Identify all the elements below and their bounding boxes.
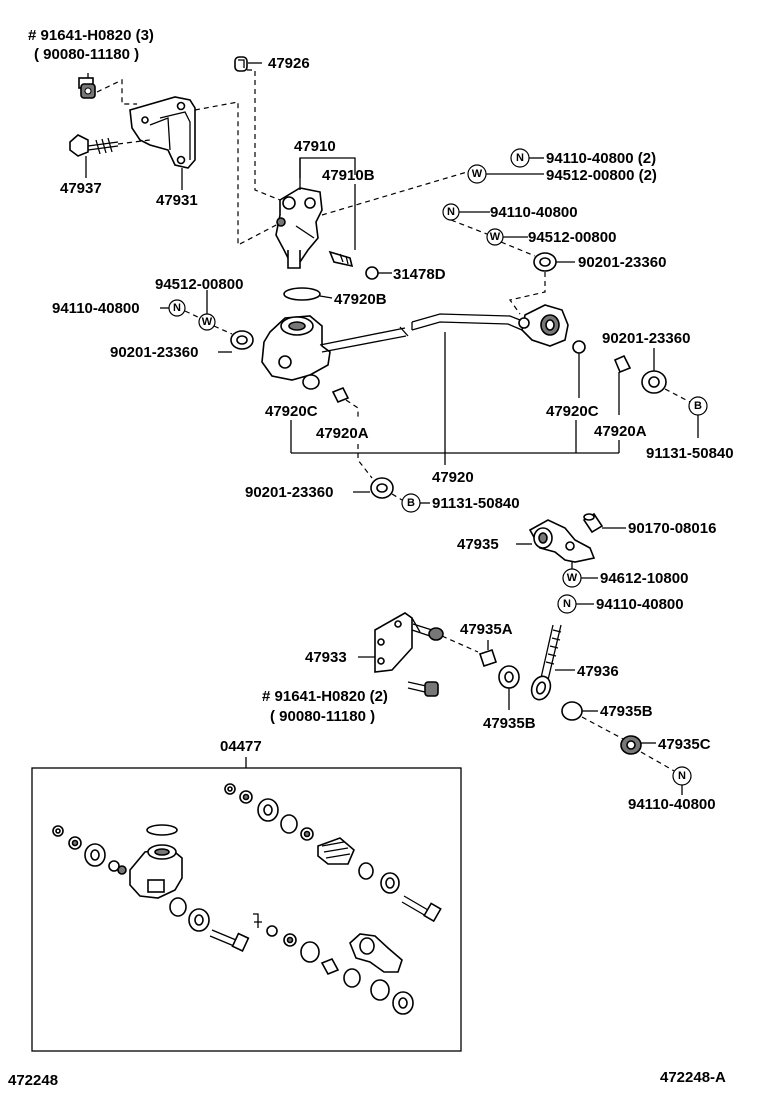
lever-47935-icon (528, 519, 596, 563)
nut-symbol-top-icon: N (510, 148, 530, 168)
pipe-47920-icon (261, 304, 569, 381)
svg-text:W: W (472, 168, 483, 180)
washer-ring-d-icon (370, 477, 394, 499)
washer-47935c-icon (620, 735, 642, 755)
svg-text:N: N (447, 206, 455, 218)
label-94110-40800-2: 94110-40800 (2) (546, 150, 656, 167)
label-94110-40800-d: 94110-40800 (628, 796, 716, 813)
washer-symbol-top-icon: W (467, 164, 487, 184)
label-90201-23360-a: 90201-23360 (578, 254, 666, 271)
label-47910b: 47910B (322, 167, 375, 184)
plug-47910b-icon (328, 250, 354, 268)
label-47935c: 47935C (658, 736, 711, 753)
label-94612-10800: 94612-10800 (600, 570, 688, 587)
sleeve-47935a-icon (478, 648, 498, 668)
svg-text:B: B (407, 497, 415, 509)
label-94110-40800-c: 94110-40800 (596, 596, 684, 613)
label-04477: 04477 (220, 738, 262, 755)
label-47931: 47931 (156, 192, 198, 209)
washer-symbol-c-icon: W (562, 568, 582, 588)
nut-symbol-c-icon: N (557, 594, 577, 614)
bracket-47931-icon (129, 96, 196, 169)
bolt-symbol-right-icon: B (688, 396, 708, 416)
clip-47926-icon (234, 56, 248, 72)
svg-text:N: N (678, 770, 686, 782)
bracket-47933-icon (374, 612, 421, 673)
label-47920b: 47920B (334, 291, 387, 308)
label-91131-50840-d: 91131-50840 (432, 495, 520, 512)
label-90080-top: ( 90080-11180 ) (34, 46, 139, 63)
label-47935a: 47935A (460, 621, 513, 638)
label-47935b-right: 47935B (600, 703, 653, 720)
washer-ring-b-icon (230, 330, 254, 350)
svg-text:N: N (563, 598, 571, 610)
washer-ring-a-icon (533, 252, 557, 272)
label-47933: 47933 (305, 649, 347, 666)
svg-text:B: B (694, 400, 702, 412)
bolt-47933-icon (411, 623, 444, 641)
washer-symbol-b-icon: W (198, 313, 216, 331)
footer-right-code: 472248-A (660, 1069, 726, 1086)
svg-text:N: N (173, 302, 181, 314)
kit-04477-box (31, 767, 462, 1052)
svg-text:W: W (490, 231, 501, 243)
bushing-47935b-left-icon (498, 665, 520, 689)
label-90201-23360-d: 90201-23360 (245, 484, 333, 501)
sleeve-47920a-right-icon (613, 354, 632, 374)
svg-text:W: W (202, 316, 213, 328)
rod-47936-icon (530, 624, 562, 701)
label-47910: 47910 (294, 138, 336, 155)
sleeve-47920a-left-icon (331, 386, 350, 404)
bolt-91641-top-icon (78, 77, 96, 99)
seal-47920c-right-icon (572, 340, 586, 354)
bushing-47935b-right-icon (561, 701, 583, 721)
nut-symbol-a-icon: N (442, 203, 460, 221)
label-94512-00800-2: 94512-00800 (2) (546, 167, 657, 184)
label-91641-bottom: # 91641-H0820 (2) (262, 688, 388, 705)
bushing-90170-icon (582, 512, 604, 534)
label-94512-00800-b: 94512-00800 (155, 276, 243, 293)
svg-text:N: N (516, 152, 524, 164)
valve-47910-icon (275, 187, 323, 269)
label-47920c-left: 47920C (265, 403, 318, 420)
bolt-47937-icon (69, 134, 119, 157)
oring-47920b-icon (283, 287, 321, 301)
label-90201-23360-c: 90201-23360 (602, 330, 690, 347)
washer-ring-c-icon (641, 370, 667, 394)
label-47935b-left: 47935B (483, 715, 536, 732)
svg-text:W: W (567, 572, 578, 584)
label-47926: 47926 (268, 55, 310, 72)
label-47920a-right: 47920A (594, 423, 647, 440)
seal-47920c-left-icon (302, 374, 320, 390)
bolt-symbol-bottom-icon: B (401, 493, 421, 513)
label-90080-bottom: ( 90080-11180 ) (270, 708, 375, 725)
label-47937: 47937 (60, 180, 102, 197)
label-91131-50840-right: 91131-50840 (646, 445, 734, 462)
label-31478d: 31478D (393, 266, 446, 283)
label-90201-23360-b: 90201-23360 (110, 344, 198, 361)
bracket-assembly (69, 73, 283, 246)
label-94110-40800-b: 94110-40800 (52, 300, 140, 317)
label-91641-top: # 91641-H0820 (3) (28, 27, 154, 44)
label-47920c-right: 47920C (546, 403, 599, 420)
label-47920a-left: 47920A (316, 425, 369, 442)
label-94110-40800-a: 94110-40800 (490, 204, 578, 221)
nut-symbol-b-icon: N (168, 299, 186, 317)
label-90170-08016: 90170-08016 (628, 520, 716, 537)
washer-symbol-a-icon: W (486, 228, 504, 246)
nut-symbol-d-icon: N (672, 766, 692, 786)
label-47920: 47920 (432, 469, 474, 486)
cap-31478d-icon (365, 266, 379, 280)
bolt-91641-bottom-icon (407, 681, 439, 697)
footer-left-code: 472248 (8, 1072, 58, 1089)
label-47935: 47935 (457, 536, 499, 553)
kit-04477-parts-icon (52, 783, 442, 1015)
label-94512-00800-a: 94512-00800 (528, 229, 616, 246)
label-47936: 47936 (577, 663, 619, 680)
